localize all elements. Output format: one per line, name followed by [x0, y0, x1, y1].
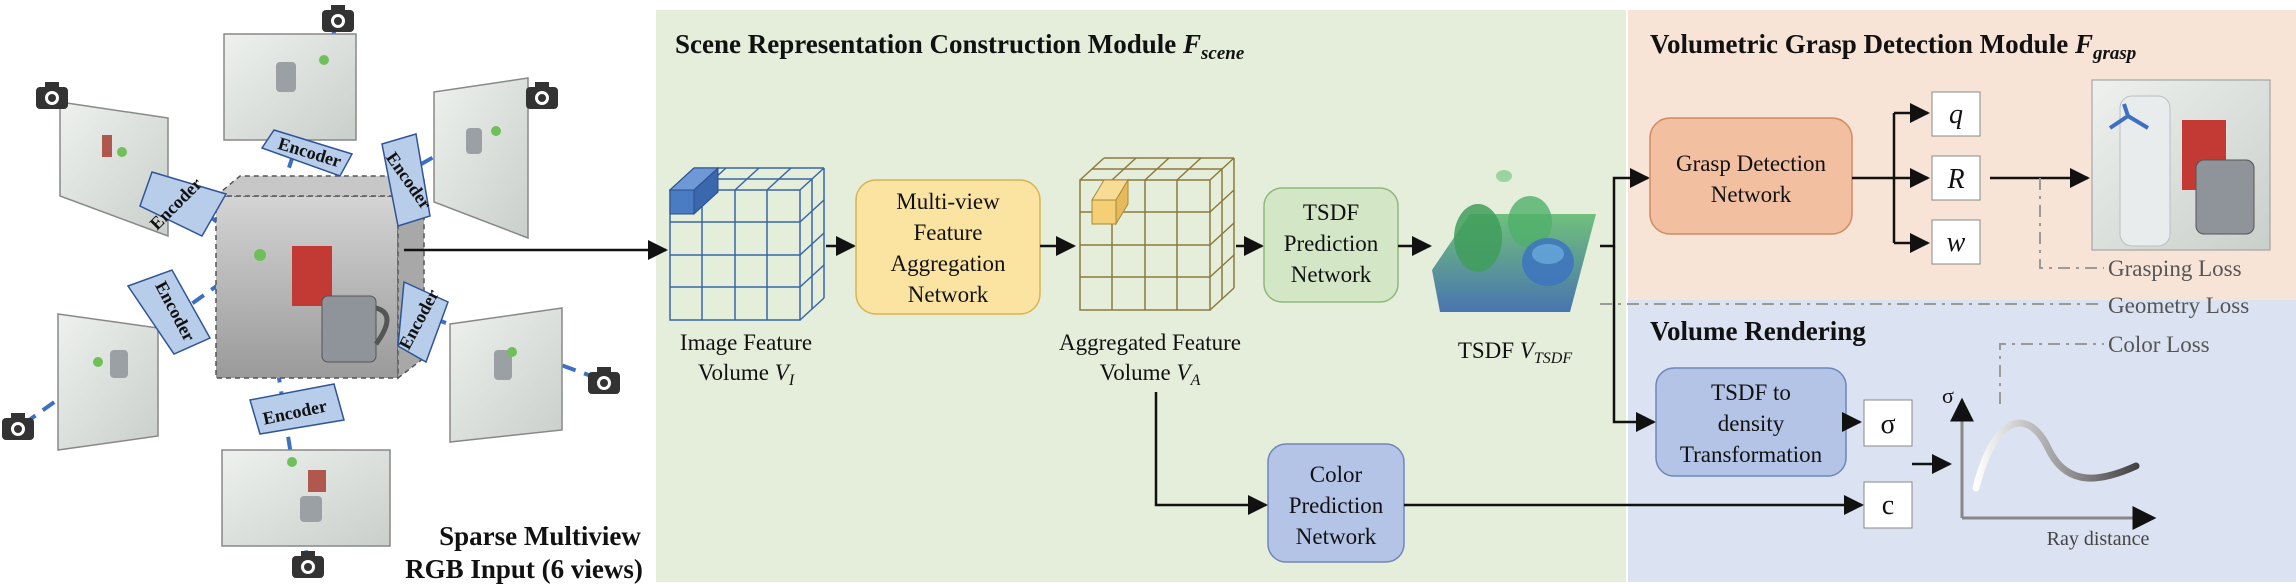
tsdf-to-grasp-arrow — [1600, 168, 1650, 248]
aggregated-to-color-arrow — [1154, 392, 1268, 515]
geometry-loss-label: Geometry Loss — [2108, 293, 2249, 318]
sigma-box: σ — [1863, 399, 1913, 447]
tsdf-volume — [1432, 170, 1596, 312]
output-w-label: w — [1947, 227, 1966, 258]
grasp-result-image — [2091, 79, 2271, 251]
camera-icon — [526, 82, 558, 109]
density-curve — [1972, 419, 2140, 492]
aggregation-label: Feature — [914, 220, 983, 245]
c-label: c — [1882, 490, 1894, 521]
color-network-label: Color — [1310, 462, 1363, 487]
view-image-lower-left — [57, 313, 159, 451]
color-network-label: Prediction — [1289, 493, 1384, 518]
ray-points — [93, 55, 517, 467]
c-box: c — [1863, 481, 1913, 529]
output-w: w — [1931, 219, 1981, 265]
sigma-label: σ — [1880, 409, 1895, 440]
box-object — [292, 246, 332, 306]
grasp-detection-network: Grasp Detection Network — [1649, 117, 1853, 235]
color-network-label: Network — [1296, 524, 1377, 549]
aggregated-highlight-cell — [1091, 178, 1129, 226]
aggregated-volume-label-2: Volume VA — [1100, 360, 1201, 389]
tsdf-network-label: Network — [1291, 262, 1372, 287]
transform-label: TSDF to — [1711, 380, 1791, 405]
camera-icon — [2, 413, 34, 440]
volume-rendering-title: Volume Rendering — [1650, 316, 1866, 346]
color-prediction-network: Color Prediction Network — [1267, 443, 1405, 563]
camera-icon — [292, 551, 324, 578]
plot-x-label: Ray distance — [2047, 528, 2150, 550]
grasp-module-title: Volumetric Grasp Detection Module Fgrasp — [1650, 29, 2136, 64]
camera-icon — [322, 5, 354, 32]
tsdf-prediction-network: TSDF Prediction Network — [1263, 187, 1399, 303]
aggregation-label: Multi-view — [896, 189, 1000, 214]
view-image-bottom — [221, 449, 391, 547]
tsdf-network-label: TSDF — [1303, 200, 1359, 225]
grasp-network-label: Grasp Detection — [1676, 151, 1827, 176]
scene-module-title: Scene Representation Construction Module… — [675, 29, 1245, 64]
aggregation-label: Network — [908, 282, 989, 307]
image-feature-volume-label: Image Feature — [680, 330, 812, 355]
scene-cube — [213, 174, 427, 380]
image-feature-volume-grid — [669, 167, 825, 321]
grasping-loss-label: Grasping Loss — [2108, 256, 2242, 281]
grasp-output-branches — [1852, 103, 1930, 253]
image-feature-volume-label-2: Volume VI — [698, 360, 795, 389]
tsdf-label: TSDF VTSDF — [1458, 338, 1573, 367]
aggregated-volume-label: Aggregated Feature — [1059, 330, 1241, 355]
encoder-upper-left: Encoder — [139, 171, 228, 237]
transform-label: Transformation — [1680, 442, 1823, 467]
density-plot: σ Ray distance — [1942, 383, 2157, 550]
view-image-lower-right — [449, 307, 563, 443]
aggregation-label: Aggregation — [891, 251, 1006, 276]
tsdf-network-label: Prediction — [1284, 231, 1379, 256]
loss-connectors — [1600, 178, 2104, 404]
input-label-line1: Sparse Multiview — [439, 521, 641, 551]
mug-object — [321, 295, 377, 363]
output-q: q — [1931, 91, 1981, 137]
camera-icon — [36, 82, 68, 109]
tsdf-to-density-transformation: TSDF to density Transformation — [1655, 367, 1847, 477]
input-label-line2: RGB Input (6 views) — [405, 554, 643, 584]
output-q-label: q — [1949, 99, 1963, 130]
transform-label: density — [1718, 411, 1785, 436]
output-r: R — [1931, 155, 1981, 201]
tsdf-to-render-arrow — [1612, 246, 1656, 432]
multi-view-aggregation-network: Multi-view Feature Aggregation Network — [855, 179, 1041, 315]
grasp-network-label: Network — [1711, 182, 1792, 207]
camera-icon — [588, 367, 620, 394]
output-r-label: R — [1946, 164, 1964, 195]
feature-highlight-cell — [668, 166, 720, 216]
encoder-lower-left: Encoder — [126, 269, 212, 355]
encoder-bottom: Encoder — [249, 383, 345, 435]
color-loss-label: Color Loss — [2108, 332, 2210, 357]
plot-y-label: σ — [1942, 383, 1954, 408]
view-image-top — [223, 33, 357, 141]
multiview-input: Encoder Encoder Encoder Encoder Encoder … — [2, 5, 643, 584]
view-image-upper-right — [433, 77, 529, 240]
